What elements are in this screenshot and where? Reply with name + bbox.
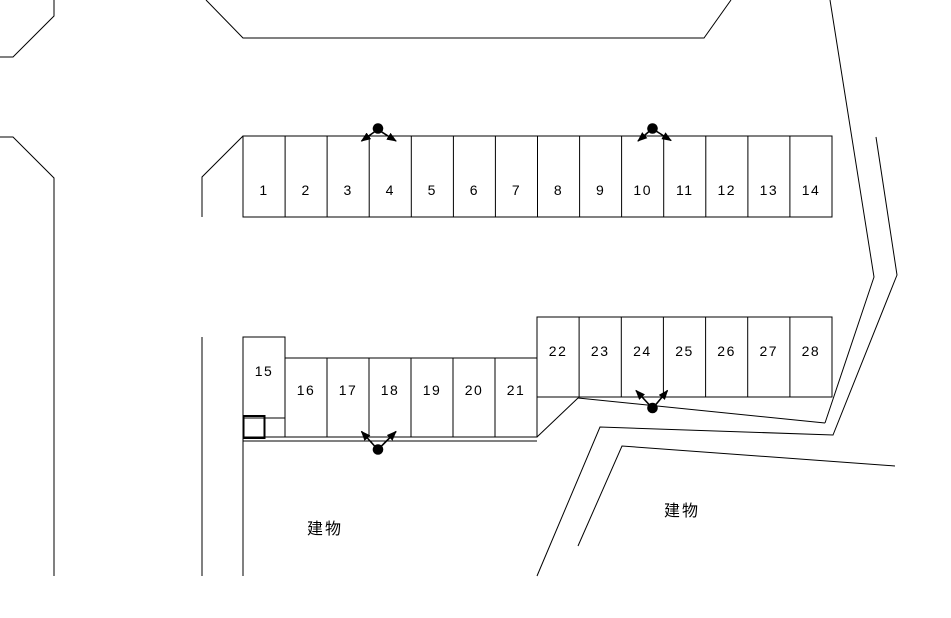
parking-row-east-outline: [536, 316, 833, 398]
streetlight-dot-icon: [647, 123, 658, 134]
streetlight-dot-icon: [647, 402, 658, 414]
west-street-edge: [0, 136, 55, 576]
space-label-21: 21: [507, 382, 526, 398]
parking-row-north: 1 2 3 4 5 6 7 8 9 10 11 12 13 14: [242, 135, 833, 218]
space-label-5: 5: [428, 182, 437, 198]
space-label-18: 18: [381, 382, 400, 398]
space-label-27: 27: [760, 343, 779, 359]
streetlight-arrow: [654, 389, 669, 406]
space-label-22: 22: [549, 343, 568, 359]
space-label-11: 11: [676, 182, 694, 198]
north-street-edge: [205, 0, 732, 39]
streetlight-north-1: [360, 123, 397, 142]
streetlight-arrow: [380, 130, 397, 142]
space-label-14: 14: [802, 182, 821, 198]
streetlight-south-2: [635, 389, 669, 414]
row-connector-line: [536, 397, 579, 438]
southeast-boundary-line: [577, 445, 896, 547]
building-label-west: 建物: [307, 520, 343, 538]
space-label-8: 8: [554, 182, 563, 198]
east-street-inner-edge: [536, 136, 898, 577]
space-label-4: 4: [386, 182, 395, 198]
space-label-15: 15: [255, 363, 274, 379]
space-label-24: 24: [633, 343, 652, 359]
streetlight-dot-icon: [372, 123, 384, 134]
space-label-9: 9: [596, 182, 605, 198]
north-row-entry-line: [201, 135, 244, 217]
space-label-28: 28: [802, 343, 821, 359]
streetlight-arrow: [635, 389, 651, 406]
space-label-20: 20: [465, 382, 484, 398]
utility-box: [242, 415, 266, 439]
space-label-2: 2: [301, 182, 310, 198]
parking-row-west: 16 17 18 19 20 21: [284, 357, 538, 438]
space-label-23: 23: [591, 343, 610, 359]
streetlight-arrow: [360, 430, 376, 448]
road-corner-northwest-upper: [0, 0, 55, 58]
east-row-frontage-line: [577, 397, 826, 424]
streetlight-arrow: [380, 430, 397, 448]
space-label-26: 26: [717, 343, 736, 359]
streetlight-dot-icon: [372, 444, 384, 455]
streetlight-arrow: [360, 130, 376, 142]
building-label-east: 建物: [664, 502, 700, 520]
space-label-10: 10: [633, 182, 652, 198]
streetlight-south-1: [360, 430, 397, 455]
east-street-outer-edge: [824, 0, 875, 424]
streetlight-arrow: [655, 130, 672, 142]
space-label-1: 1: [259, 182, 268, 198]
space-label-6: 6: [470, 182, 479, 198]
space-label-19: 19: [423, 382, 442, 398]
parking-row-east: 22 23 24 25 26 27 28: [536, 316, 833, 398]
space-label-25: 25: [675, 343, 694, 359]
space-label-13: 13: [760, 182, 779, 198]
space-label-16: 16: [297, 382, 316, 398]
space-label-17: 17: [339, 382, 358, 398]
streetlight-arrow: [637, 130, 650, 142]
streetlight-north-2: [637, 123, 672, 142]
space-label-3: 3: [344, 182, 353, 198]
space-label-12: 12: [718, 182, 737, 198]
space-label-7: 7: [512, 182, 521, 198]
